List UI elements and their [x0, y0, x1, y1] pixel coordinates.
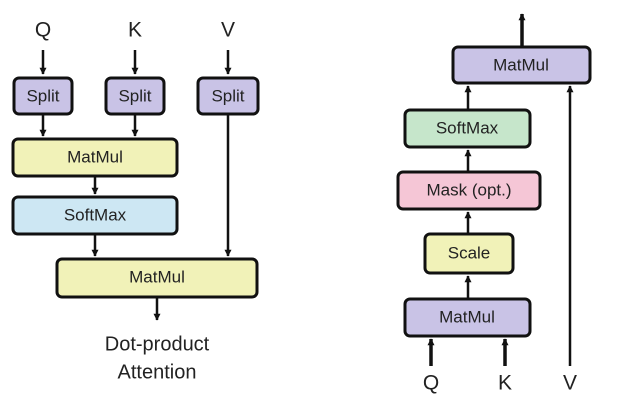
left-softmax-box: SoftMax — [11, 195, 179, 236]
left-input-q-label: Q — [35, 19, 51, 42]
right-scale-label: Scale — [448, 243, 491, 262]
right-softmax-box: SoftMax — [403, 108, 532, 149]
left-split-q-box: Split — [12, 76, 74, 116]
left-split-v-label: Split — [211, 86, 244, 105]
right-mask-box: Mask (opt.) — [396, 170, 542, 211]
right-matmul-bottom-label: MatMul — [439, 307, 495, 326]
right-matmul-bottom-rect — [403, 297, 532, 338]
left-matmul-top-rect — [11, 137, 179, 178]
right-mask-label: Mask (opt.) — [426, 180, 511, 199]
right-scale-rect — [423, 232, 515, 275]
right-matmul-top-label: MatMul — [493, 55, 549, 74]
right-attention-diagram: MatMul SoftMax Mask (opt.) Scale MatMul … — [396, 13, 592, 395]
right-input-q-label: Q — [423, 372, 439, 395]
right-matmul-top-box: MatMul — [451, 45, 592, 85]
left-caption-line-2: Attention — [118, 361, 197, 383]
left-input-k-label: K — [128, 19, 142, 42]
right-matmul-top-rect — [451, 45, 592, 85]
left-split-v-rect — [196, 76, 260, 116]
left-softmax-rect — [11, 195, 179, 236]
left-split-k-box: Split — [104, 76, 166, 116]
right-mask-rect — [396, 170, 542, 211]
left-input-v-label: V — [221, 19, 235, 42]
right-softmax-rect — [403, 108, 532, 149]
left-split-v-box: Split — [196, 76, 260, 116]
right-scale-box: Scale — [423, 232, 515, 275]
left-split-q-label: Split — [26, 86, 59, 105]
left-split-k-rect — [104, 76, 166, 116]
left-matmul-top-box: MatMul — [11, 137, 179, 178]
left-split-q-rect — [12, 76, 74, 116]
left-caption-line-1: Dot-product — [105, 333, 210, 355]
right-matmul-bottom-box: MatMul — [403, 297, 532, 338]
right-input-v-label: V — [563, 372, 577, 395]
left-matmul-bottom-rect — [55, 257, 259, 299]
left-matmul-bottom-label: MatMul — [129, 267, 185, 286]
left-split-k-label: Split — [118, 86, 151, 105]
left-matmul-bottom-box: MatMul — [55, 257, 259, 299]
left-matmul-top-label: MatMul — [67, 147, 123, 166]
right-input-k-label: K — [498, 372, 512, 395]
right-softmax-label: SoftMax — [436, 118, 499, 137]
left-softmax-label: SoftMax — [64, 205, 127, 224]
left-attention-diagram: Q K V Split Split Split MatMul — [11, 19, 260, 383]
